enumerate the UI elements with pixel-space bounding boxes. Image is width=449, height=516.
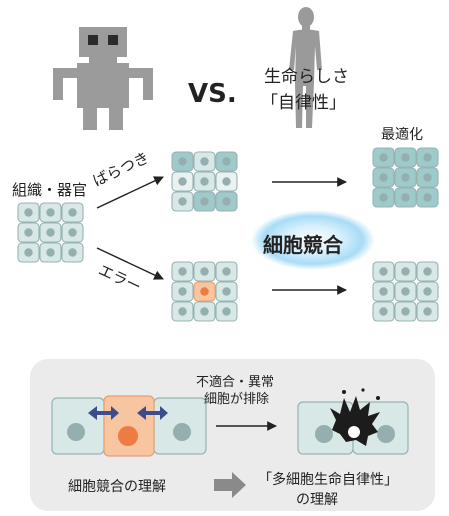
understanding-autonomy-line1: 「多細胞生命自律性」 (258, 472, 398, 488)
cell-nucleus (379, 193, 388, 202)
cell-nucleus (401, 193, 410, 202)
human-silhouette-icon (289, 7, 322, 128)
cell-nucleus (200, 177, 209, 186)
cell-nucleus (222, 157, 231, 166)
understanding-competition-label: 細胞競合の理解 (68, 479, 166, 495)
cell-nucleus (46, 248, 55, 257)
cell-nucleus (178, 287, 187, 296)
cell-nucleus (379, 173, 388, 182)
cell-nucleus (401, 307, 410, 316)
cell-nucleus (178, 197, 187, 206)
cell-nucleus (379, 267, 388, 276)
optimized-bottom-cell-grid (372, 261, 439, 322)
cell-nucleus (401, 287, 410, 296)
cell-nucleus (222, 307, 231, 316)
optimized-label: 最適化 (381, 127, 423, 143)
cell-nucleus (200, 287, 209, 296)
big-right-arrow-icon (214, 472, 246, 498)
cell-nucleus (24, 208, 33, 217)
cell-nucleus (423, 307, 432, 316)
cell-nucleus (68, 228, 77, 237)
robot-icon (53, 27, 153, 130)
understanding-autonomy-line2: の理解 (296, 492, 338, 508)
cell-nucleus (222, 267, 231, 276)
eliminated-cell-illustration (297, 388, 409, 455)
cell-nucleus (24, 228, 33, 237)
cell-nucleus (178, 307, 187, 316)
cell-nucleus (423, 153, 432, 162)
variation-cell-grid (171, 151, 238, 212)
cell-nucleus (178, 267, 187, 276)
cell-nucleus (46, 208, 55, 217)
cell-nucleus (423, 173, 432, 182)
cell-nucleus (178, 177, 187, 186)
cell-nucleus (401, 153, 410, 162)
cell-nucleus (222, 197, 231, 206)
cell-nucleus (178, 157, 187, 166)
cell-nucleus (379, 307, 388, 316)
cell-nucleus (24, 248, 33, 257)
cell-nucleus (200, 267, 209, 276)
cell-nucleus (68, 248, 77, 257)
cell-nucleus (423, 193, 432, 202)
competition-glow (251, 210, 375, 270)
arrow-to-error (96, 247, 164, 280)
cell-nucleus (222, 177, 231, 186)
cell-nucleus (379, 287, 388, 296)
arrow-to-variation (96, 176, 164, 209)
cell-nucleus (222, 287, 231, 296)
vs-label: VS. (188, 79, 237, 109)
error-cell-grid (171, 261, 238, 322)
cell-nucleus (200, 157, 209, 166)
cell-nucleus (379, 153, 388, 162)
tissue-cell-grid (17, 202, 84, 263)
autonomy-label: 「自律性」 (261, 93, 346, 113)
elimination-label-line2: 細胞が排除 (204, 392, 270, 407)
cell-nucleus (423, 287, 432, 296)
cell-nucleus (423, 267, 432, 276)
cell-nucleus (401, 267, 410, 276)
cell-nucleus (401, 173, 410, 182)
cell-competition-label: 細胞競合 (263, 233, 343, 257)
cell-nucleus (200, 307, 209, 316)
life-likeness-label: 生命らしさ (264, 67, 349, 87)
cell-nucleus (200, 197, 209, 206)
tissue-organ-label: 組織・器官 (12, 181, 88, 199)
cell-nucleus (46, 228, 55, 237)
competing-cells-illustration (51, 395, 207, 457)
cell-nucleus (68, 208, 77, 217)
optimized-top-cell-grid (372, 147, 439, 208)
elimination-label-line1: 不適合・異常 (196, 375, 275, 390)
